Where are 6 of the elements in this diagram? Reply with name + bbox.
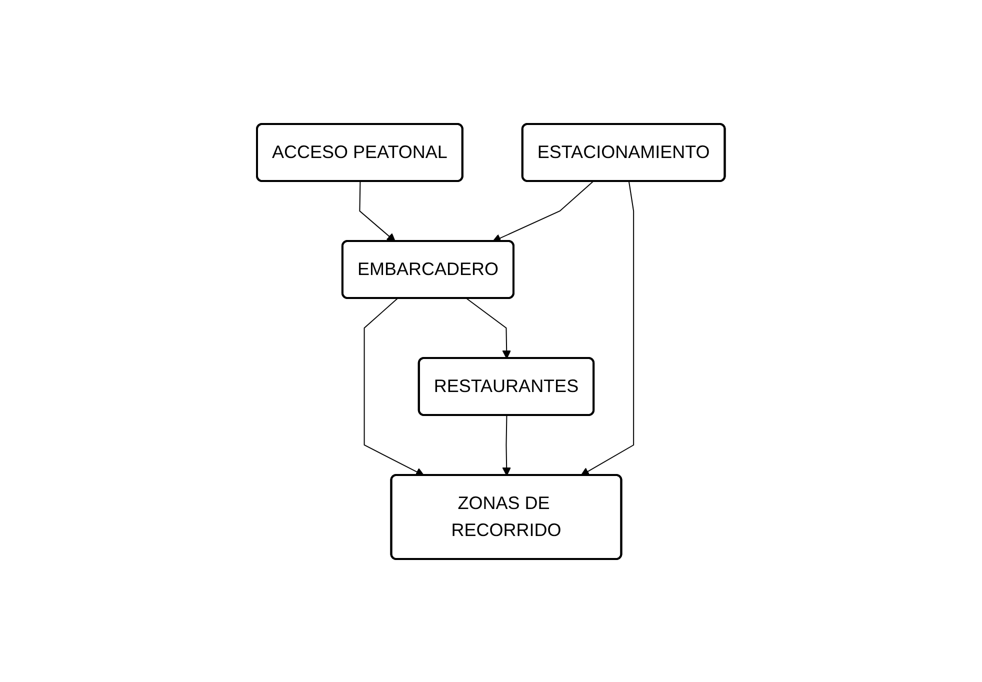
- arrow: [492, 180, 594, 242]
- arrow: [466, 298, 512, 358]
- arrow: [580, 180, 634, 476]
- arrow: [502, 414, 512, 476]
- arrow: [359, 180, 396, 242]
- arrow: [364, 298, 424, 476]
